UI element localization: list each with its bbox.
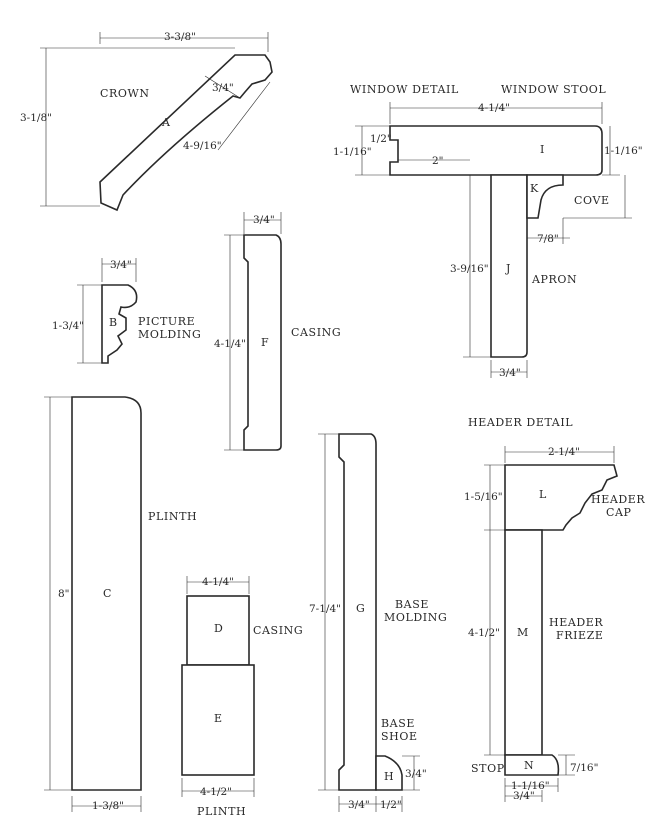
piece-c-label: C — [103, 587, 111, 600]
apron-thickness-dim: 3/4" — [499, 367, 521, 379]
window-detail-group: WINDOW DETAIL WINDOW STOOL 4-1/4" 1/2" 1… — [333, 83, 643, 379]
cove-width-dim: 7/8" — [537, 233, 559, 245]
casing-f-group: 3/4" 4-1/4" CASING F — [214, 212, 341, 451]
crown-height-dim: 3-1/8" — [20, 112, 52, 124]
window-stool-label: WINDOW STOOL — [501, 83, 606, 96]
crown-width-dim: 3-3/8" — [164, 31, 196, 43]
header-frieze-label-2: FRIEZE — [556, 629, 604, 642]
apron-label: APRON — [531, 273, 577, 286]
crown-group: 3-3/8" 3-1/8" 3/4" 4-9/16" CROWN A — [20, 31, 273, 212]
header-cap-width-dim: 2-1/4" — [548, 446, 580, 458]
casing-f-profile — [243, 234, 282, 451]
picture-molding-profile — [101, 284, 138, 364]
picture-height-dim: 1-3/4" — [52, 320, 84, 332]
piece-n-label: N — [524, 759, 534, 772]
piece-a-label: A — [161, 116, 171, 129]
casing-upper-label: CASING — [291, 326, 341, 339]
piece-i-label: I — [540, 143, 544, 156]
apron-height-dim: 3-9/16" — [450, 263, 489, 275]
stool-left-dim: 1-1/16" — [333, 146, 372, 158]
stool-width-dim: 4-1/4" — [478, 102, 510, 114]
plinth-tall-label: PLINTH — [148, 510, 197, 523]
piece-l-label: L — [539, 488, 547, 501]
shoe-width-dim: 1/2" — [380, 799, 402, 811]
base-shoe-profile — [375, 755, 403, 791]
piece-f-label: F — [261, 336, 269, 349]
window-detail-label: WINDOW DETAIL — [350, 83, 459, 96]
apron-profile — [490, 174, 528, 358]
header-cap-profile — [504, 464, 618, 531]
stop-label: STOP — [471, 762, 505, 775]
plinth-e-profile — [181, 664, 255, 776]
plinth-c-height-dim: 8" — [58, 588, 70, 600]
piece-g-label: G — [356, 602, 365, 615]
header-cap-label-2: CAP — [606, 506, 632, 519]
picture-molding-group: 3/4" 1-3/4" PICTURE MOLDING B — [52, 258, 201, 364]
picture-molding-label-1: PICTURE — [138, 315, 195, 328]
crown-label: CROWN — [100, 87, 150, 100]
casing-f-thickness-dim: 3/4" — [253, 214, 275, 226]
base-molding-group: 7-1/4" 3/4" 1/2" 3/4" BASE MOLDING BASE … — [309, 433, 447, 812]
piece-b-label: B — [109, 316, 117, 329]
stop-height-dim: 7/16" — [570, 762, 598, 774]
base-shoe-label-2: SHOE — [381, 730, 418, 743]
stop-width-dim: 1-1/16" — [511, 780, 550, 792]
piece-e-label: E — [214, 712, 222, 725]
base-molding-label-2: MOLDING — [384, 611, 447, 624]
casing-f-height-dim: 4-1/4" — [214, 338, 246, 350]
base-shoe-label-1: BASE — [381, 717, 415, 730]
cove-label: COVE — [574, 194, 610, 207]
base-thickness-dim: 3/4" — [348, 799, 370, 811]
plinth-lower-label: PLINTH — [197, 805, 246, 818]
plinth-e-width-dim: 4-1/2" — [200, 786, 232, 798]
casing-plinth-group: 4-1/4" 4-1/2" CASING PLINTH D E — [181, 576, 303, 818]
piece-h-label: H — [384, 770, 394, 783]
header-cap-height-dim: 1-5/16" — [464, 491, 503, 503]
header-frieze-label-1: HEADER — [549, 616, 603, 629]
casing-d-width-dim: 4-1/4" — [202, 576, 234, 588]
header-detail-group: HEADER DETAIL 2-1/4" 1-5/16" 4-1/2" 7/16… — [464, 416, 645, 802]
casing-lower-label: CASING — [253, 624, 303, 637]
base-molding-profile — [338, 433, 377, 791]
crown-thickness-dim: 3/4" — [212, 82, 234, 94]
stool-notch-dim: 2" — [432, 155, 444, 167]
picture-width-dim: 3/4" — [110, 259, 132, 271]
header-detail-label: HEADER DETAIL — [468, 416, 573, 429]
plinth-c-profile — [71, 396, 142, 791]
plinth-c-group: 8" 1-3/8" PLINTH C — [44, 396, 197, 812]
crown-profile — [99, 54, 273, 212]
base-height-dim: 7-1/4" — [309, 603, 341, 615]
picture-molding-label-2: MOLDING — [138, 328, 201, 341]
stool-right-dim: 1-1/16" — [604, 145, 643, 157]
frieze-height-dim: 4-1/2" — [468, 627, 500, 639]
plinth-c-thickness-dim: 1-3/8" — [92, 800, 124, 812]
piece-j-label: J — [505, 262, 510, 275]
crown-face-dim: 4-9/16" — [183, 140, 222, 152]
stool-half-dim: 1/2" — [370, 133, 392, 145]
header-cap-label-1: HEADER — [591, 493, 645, 506]
piece-m-label: M — [517, 626, 528, 639]
cove-profile — [526, 174, 564, 219]
shoe-height-dim: 3/4" — [405, 768, 427, 780]
window-stool-profile — [389, 125, 603, 176]
header-frieze-profile — [504, 529, 543, 756]
frieze-thickness-dim: 3/4" — [513, 790, 535, 802]
base-molding-label-1: BASE — [395, 598, 429, 611]
piece-d-label: D — [214, 622, 223, 635]
piece-k-label: K — [530, 182, 539, 195]
